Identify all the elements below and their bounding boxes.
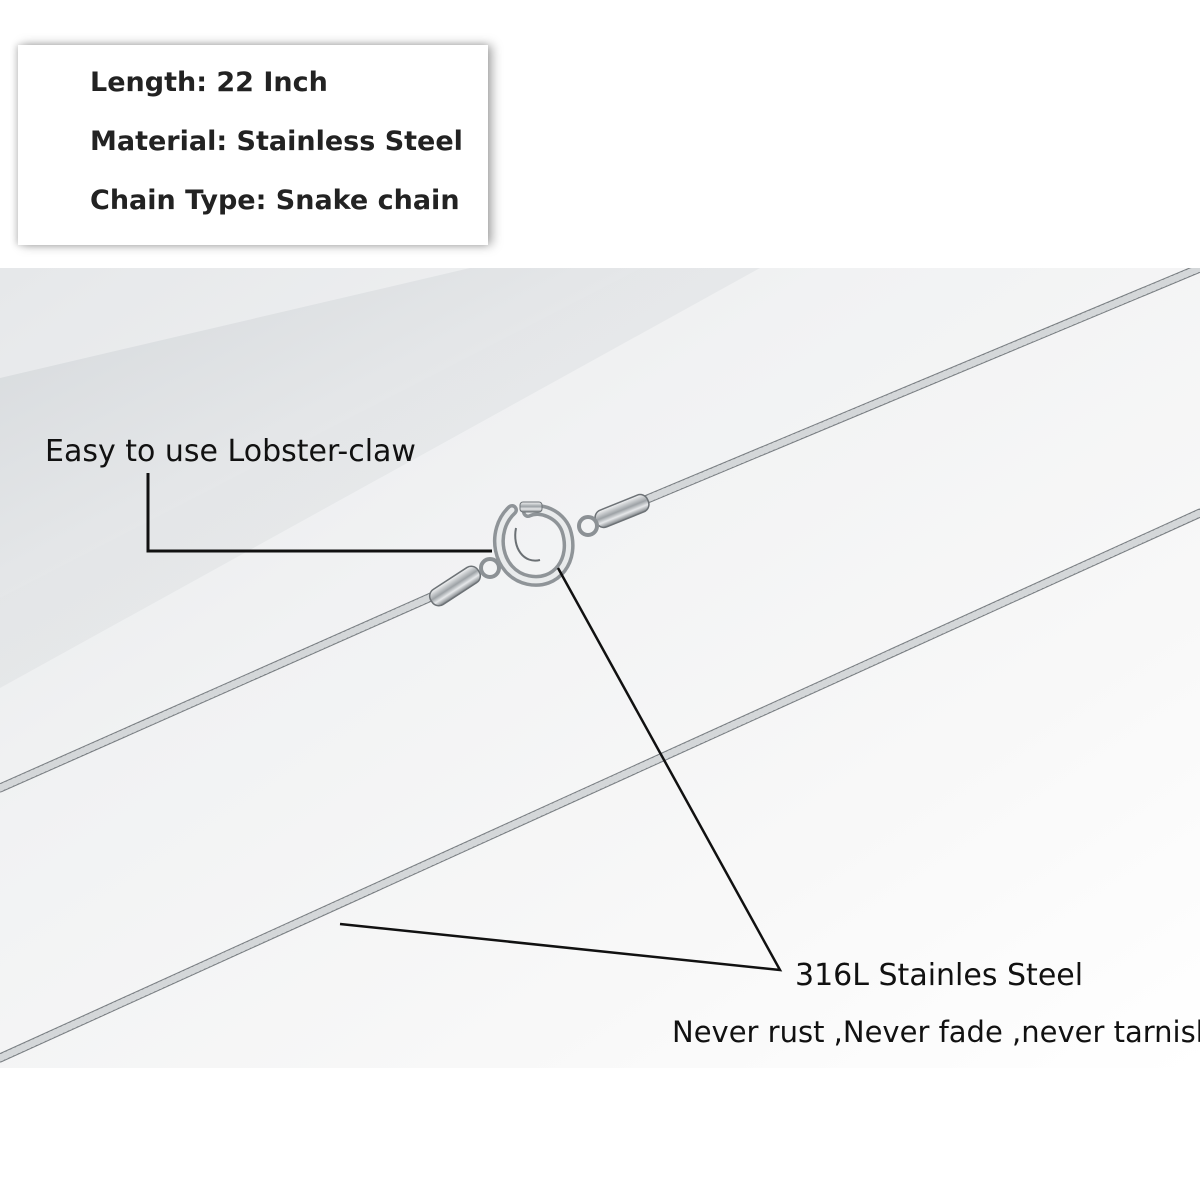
jump-ring-right [577, 515, 599, 537]
spec-material: Material: Stainless Steel [90, 126, 463, 157]
product-photo [0, 268, 1200, 1068]
spec-length: Length: 22 Inch [90, 67, 328, 98]
end-cap-left [428, 565, 482, 607]
spec-chain-type: Chain Type: Snake chain [90, 185, 460, 216]
callout-material: 316L Stainles Steel [795, 958, 1084, 993]
paper-sheet-shadow [0, 268, 760, 688]
leader-line-material [339, 567, 783, 972]
lobster-claw-clasp [493, 501, 575, 587]
jump-ring-left [479, 557, 501, 579]
callout-clasp: Easy to use Lobster-claw [45, 434, 416, 469]
leader-line-clasp [146, 473, 492, 553]
spec-card: Length: 22 Inch Material: Stainless Stee… [18, 45, 488, 245]
callout-durability: Never rust ,Never fade ,never tarnish [672, 1015, 1200, 1049]
